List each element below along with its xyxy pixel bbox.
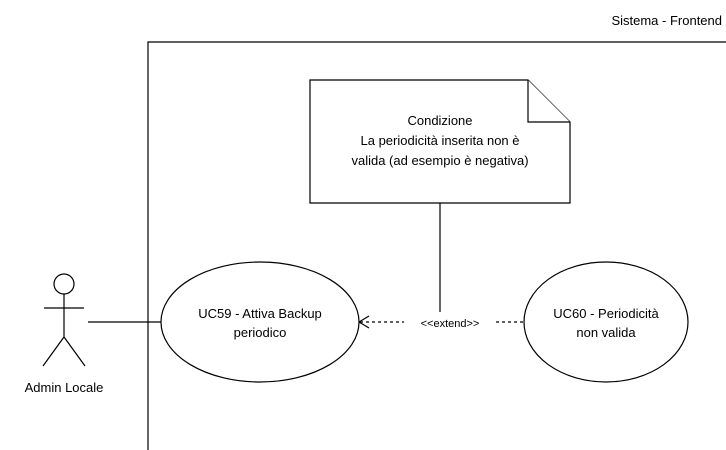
use-case-uc60-line-1: UC60 - Periodicità (553, 306, 659, 321)
note-line-2: La periodicità inserita non è (361, 133, 520, 148)
actor-right-leg (63, 336, 86, 367)
actor-head (53, 273, 75, 295)
use-case-uc59-ellipse (160, 261, 360, 383)
note-line-1: Condizione (407, 113, 472, 128)
extend-label: <<extend>> (421, 318, 480, 330)
use-case-uc60[interactable]: UC60 - Periodicità non valida (523, 261, 689, 383)
actor-admin-locale[interactable]: Admin Locale (25, 273, 104, 395)
note-shape (309, 79, 571, 204)
actor-left-leg (42, 336, 65, 367)
use-case-uc59-line-1: UC59 - Attiva Backup (198, 306, 322, 321)
note-line-3: valida (ad esempio è negativa) (351, 153, 528, 168)
system-boundary (147, 41, 726, 450)
note-fold (527, 80, 570, 123)
system-title: Sistema - Frontend (611, 13, 722, 28)
use-case-uc59[interactable]: UC59 - Attiva Backup periodico (160, 261, 360, 383)
condition-note[interactable]: Condizione La periodicità inserita non è… (309, 79, 571, 204)
use-case-uc59-line-2: periodico (234, 325, 287, 340)
actor-name: Admin Locale (25, 380, 104, 395)
use-case-uc60-line-2: non valida (576, 325, 636, 340)
use-case-uc60-ellipse (523, 261, 689, 383)
